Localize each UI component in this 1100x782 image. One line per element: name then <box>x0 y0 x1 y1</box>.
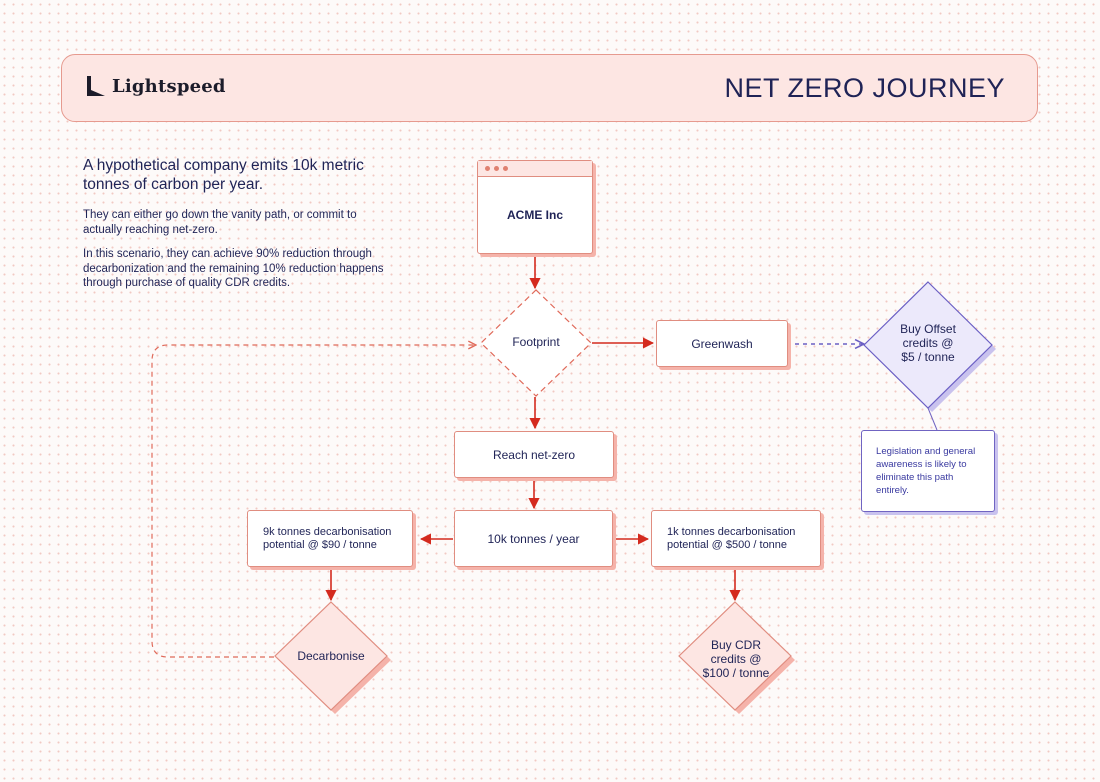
buy-offset-line-1: Buy Offset <box>900 322 956 336</box>
header-banner: Lightspeed NET ZERO JOURNEY <box>61 54 1038 122</box>
decarb-potential-line-2: potential @ $90 / tonne <box>263 538 377 551</box>
lightspeed-logo-icon <box>87 76 105 96</box>
buy-cdr-diamond <box>678 601 792 711</box>
page-title: NET ZERO JOURNEY <box>724 73 1005 103</box>
loop-back-dashed-connector <box>151 345 476 658</box>
intro-headline: A hypothetical company emits 10k metric … <box>83 157 364 193</box>
cdr-potential-box: 1k tonnes decarbonisation potential @ $5… <box>651 510 821 567</box>
emissions-box: 10k tonnes / year <box>454 510 613 567</box>
window-titlebar <box>478 161 592 177</box>
window-dot-icon <box>485 166 490 171</box>
decarbonisation-potential-box: 9k tonnes decarbonisation potential @ $9… <box>247 510 413 567</box>
cdr-potential-line-2: potential @ $500 / tonne <box>667 538 788 551</box>
greenwash-box: Greenwash <box>656 320 788 367</box>
buy-cdr-label: Buy CDR credits @ $100 / tonne <box>681 638 791 680</box>
buy-cdr-line-3: $100 / tonne <box>702 666 770 680</box>
intro-paragraph-2: In this scenario, they can achieve 90% r… <box>83 248 384 289</box>
buy-offset-label: Buy Offset credits @ $5 / tonne <box>874 322 982 364</box>
acme-window-box: ACME Inc <box>477 160 593 254</box>
window-dot-icon <box>494 166 499 171</box>
footprint-diamond <box>480 289 592 397</box>
buy-offset-line-2: credits @ <box>902 336 954 350</box>
intro-paragraph-1: They can either go down the vanity path,… <box>83 209 357 236</box>
intro-text: A hypothetical company emits 10k metric … <box>83 156 398 301</box>
brand-logo: Lightspeed <box>86 75 226 97</box>
decarbonise-diamond <box>274 601 388 711</box>
brand-name: Lightspeed <box>112 75 226 97</box>
cdr-potential-line-1: 1k tonnes decarbonisation <box>667 525 796 538</box>
acme-label: ACME Inc <box>506 208 563 222</box>
decarb-potential-line-1: 9k tonnes decarbonisation <box>263 525 392 538</box>
buy-cdr-line-2: credits @ <box>710 652 762 666</box>
window-dot-icon <box>503 166 508 171</box>
buy-offset-line-3: $5 / tonne <box>901 350 955 364</box>
callout-pointer <box>927 407 938 431</box>
decarbonise-label: Decarbonise <box>297 649 365 663</box>
reach-net-zero-box: Reach net-zero <box>454 431 614 478</box>
legislation-callout: Legislation and general awareness is lik… <box>861 430 995 512</box>
footprint-label: Footprint <box>512 335 560 349</box>
buy-cdr-line-1: Buy CDR <box>710 638 761 652</box>
